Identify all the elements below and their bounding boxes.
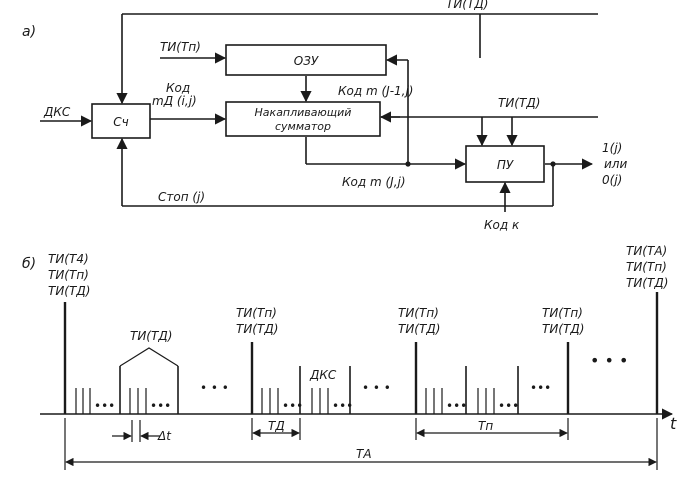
code-in-label-2: mД (i,j) [152, 94, 197, 108]
ellipsis-small: ••• [498, 399, 519, 413]
delta-t-label: Δt [157, 429, 172, 443]
ti-tp-label: ТИ(Тп) [160, 40, 201, 54]
out-label-3: 0(j) [602, 173, 622, 187]
marker-mid1-1: ТИ(Тп) [236, 306, 277, 320]
marker-end-2: ТИ(Тп) [626, 260, 667, 274]
ram-block [225, 44, 387, 76]
td-bracket-label: ТИ(ТД) [130, 329, 172, 343]
pu-label: ПУ [497, 158, 514, 172]
ellipsis-small: ••• [94, 399, 115, 413]
adder-label-2: сумматор [275, 120, 331, 133]
code-ram-out-label: Код m (J-1,j) [338, 84, 414, 98]
ellipsis-small: ••• [446, 399, 467, 413]
marker-end-1: ТИ(ТА) [626, 244, 667, 258]
adder-label-1: Накапливающий [255, 106, 352, 119]
pu-block [465, 145, 545, 183]
panel-b-label: б) [22, 256, 36, 272]
code-adder-out-label: Код m (J,j) [342, 175, 406, 189]
marker-mid3-2: ТИ(ТД) [542, 322, 584, 336]
td-dim-label: ТД [268, 419, 285, 433]
ellipsis-small: ••• [150, 399, 171, 413]
ram-label: ОЗУ [294, 54, 319, 68]
dks-label: ДКС [309, 368, 337, 382]
ti-td-top-label: ТИ(ТД) [446, 0, 488, 11]
ellipsis-1: • • • [200, 381, 229, 395]
junction-feedback [405, 161, 411, 167]
marker-end-3: ТИ(ТД) [626, 276, 668, 290]
marker-mid1-2: ТИ(ТД) [236, 322, 278, 336]
ellipsis-small: ••• [282, 399, 303, 413]
ellipsis-2: • • • [362, 381, 391, 395]
ta-dim-label: ТА [356, 447, 372, 461]
marker-mid2-1: ТИ(Тп) [398, 306, 439, 320]
counter-label: Сч [113, 115, 128, 129]
marker-start-2: ТИ(Тп) [48, 268, 89, 282]
marker-mid2-2: ТИ(ТД) [398, 322, 440, 336]
marker-start-3: ТИ(ТД) [48, 284, 90, 298]
marker-start-1: ТИ(Т4) [48, 252, 89, 266]
ti-td-right-label: ТИ(ТД) [498, 96, 540, 110]
code-in-label-1: Код [166, 81, 190, 95]
tp-dim-label: Тп [478, 419, 493, 433]
td-bracket [119, 347, 179, 367]
code-k-label: Код к [484, 218, 520, 232]
out-label-1: 1(j) [602, 141, 622, 155]
marker-mid3-1: ТИ(Тп) [542, 306, 583, 320]
panel-a-label: а) [22, 24, 36, 40]
time-axis-label: t [670, 414, 677, 433]
ellipsis-small: ••• [530, 381, 551, 395]
ellipsis-3: • • • [590, 351, 628, 370]
out-label-2: или [604, 157, 627, 171]
dks-input-label: ДКС [43, 105, 71, 119]
stop-label: Стоп (j) [158, 190, 205, 204]
ellipsis-small: ••• [332, 399, 353, 413]
